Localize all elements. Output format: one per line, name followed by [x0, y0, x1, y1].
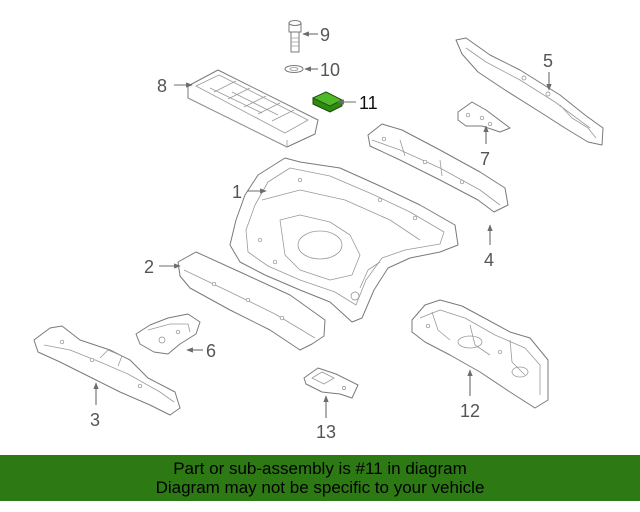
part-8-floor-panel[interactable] [187, 69, 319, 148]
part-5-side-rail[interactable] [455, 37, 604, 146]
callout-7[interactable]: 7 [480, 149, 490, 169]
callout-3[interactable]: 3 [90, 410, 100, 430]
part-3-lower-frame-rail[interactable] [33, 325, 181, 416]
part-10-washer[interactable] [284, 65, 304, 73]
part-4-cross-member[interactable] [367, 123, 509, 213]
leader-lines [93, 31, 552, 418]
callout-6[interactable]: 6 [206, 341, 216, 361]
part-13-small-bracket[interactable] [303, 367, 359, 399]
part-7-bracket-plate[interactable] [457, 101, 511, 133]
callout-12[interactable]: 12 [460, 401, 480, 421]
banner-line-2: Diagram may not be specific to your vehi… [155, 478, 485, 497]
callout-11[interactable]: 11 [359, 93, 378, 113]
highlight-info-banner: Part or sub-assembly is #11 in diagram D… [0, 455, 640, 501]
callout-10[interactable]: 10 [320, 60, 340, 80]
callout-1[interactable]: 1 [232, 182, 242, 202]
part-2-lower-cross-panel[interactable] [177, 251, 326, 351]
callout-labels: 9 10 11 8 5 7 1 4 2 6 3 12 13 [90, 25, 553, 442]
part-12-rear-panel[interactable] [411, 299, 549, 409]
callout-4[interactable]: 4 [484, 250, 494, 270]
part-9-bolt[interactable] [288, 20, 302, 53]
exploded-parts-diagram: 9 10 11 8 5 7 1 4 2 6 3 12 13 [33, 20, 604, 442]
part-6-small-bracket[interactable] [135, 313, 201, 355]
callout-5[interactable]: 5 [543, 51, 553, 71]
callout-13[interactable]: 13 [316, 422, 336, 442]
part-11-bracket-highlighted[interactable] [312, 91, 343, 113]
part-1-rear-floor-pan[interactable] [229, 157, 459, 323]
callout-2[interactable]: 2 [144, 257, 154, 277]
banner-line-1: Part or sub-assembly is #11 in diagram [173, 459, 467, 478]
callout-8[interactable]: 8 [157, 76, 167, 96]
callout-9[interactable]: 9 [320, 25, 330, 45]
